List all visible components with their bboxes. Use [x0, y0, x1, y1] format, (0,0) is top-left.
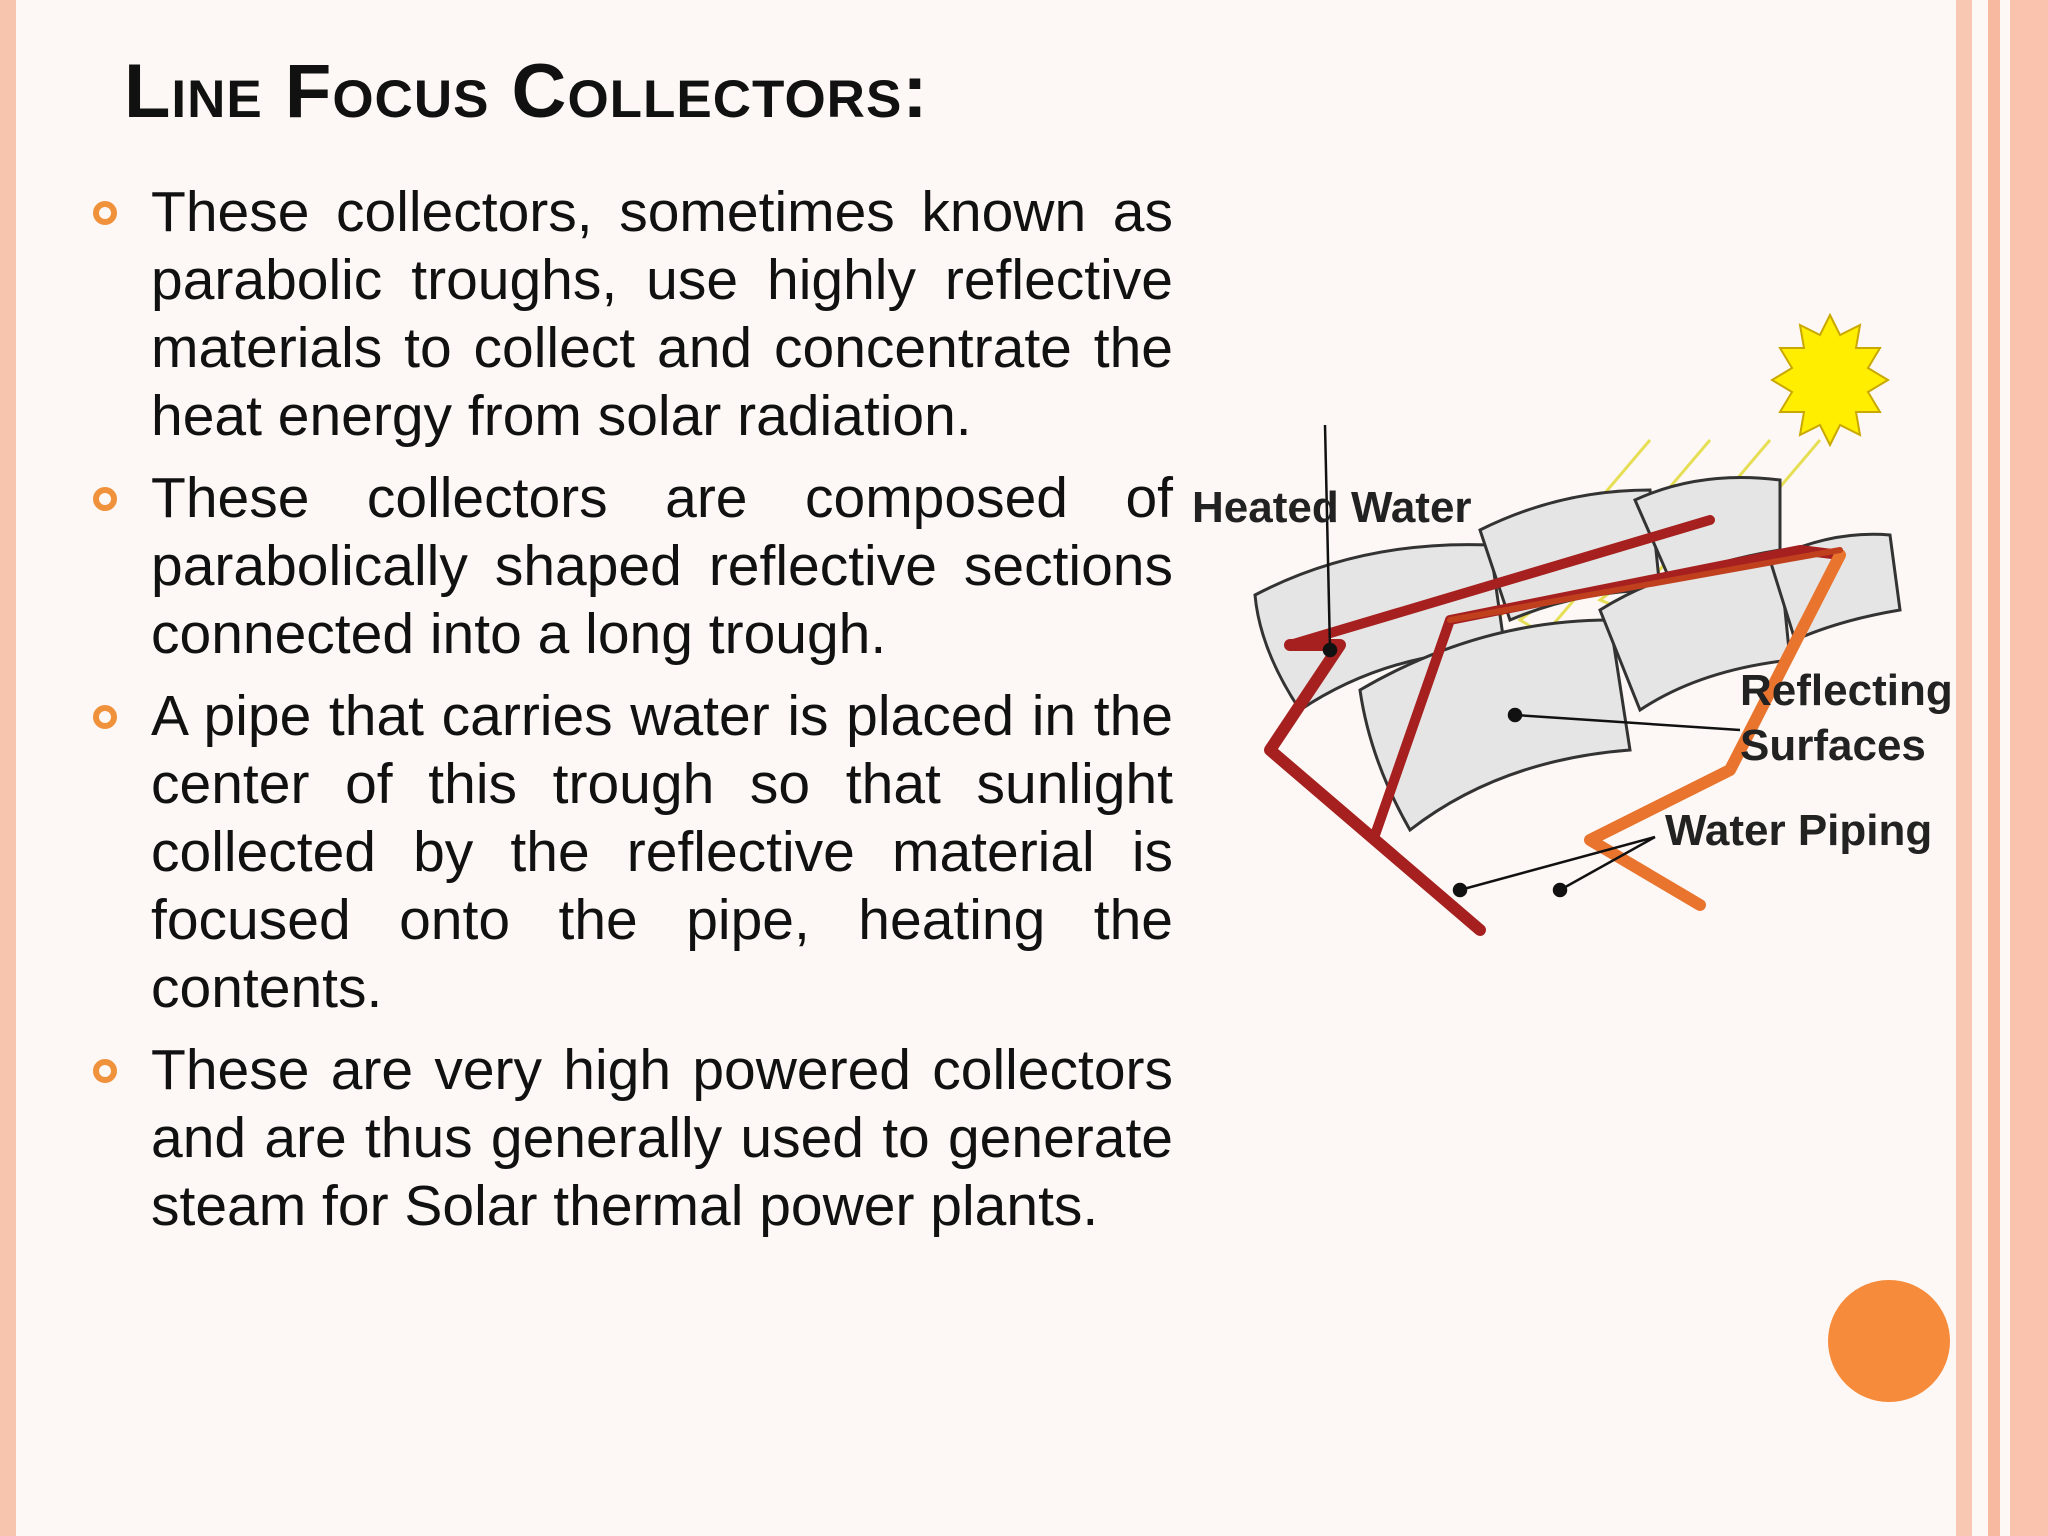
bullet-ring-icon: [93, 705, 117, 729]
slide-title: Line Focus Collectors:: [124, 49, 929, 134]
decorative-accent-circle: [1828, 1280, 1950, 1402]
label-surfaces: Surfaces: [1740, 721, 1926, 770]
left-border-stripe: [0, 0, 16, 1536]
bullet-item: These collectors, sometimes known as par…: [88, 178, 1173, 450]
label-heated-water: Heated Water: [1192, 483, 1472, 532]
sun-icon: [1770, 312, 1890, 448]
right-border-stripe: [1956, 0, 1972, 1536]
bullet-item: These are very high powered collectors a…: [88, 1036, 1173, 1240]
label-reflecting: Reflecting: [1740, 666, 1953, 715]
right-border-stripe: [2010, 0, 2048, 1536]
right-border-gap: [2000, 0, 2010, 1536]
bullet-text: These are very high powered collectors a…: [151, 1038, 1173, 1238]
bullet-list: These collectors, sometimes known as par…: [88, 178, 1173, 1254]
bullet-ring-icon: [93, 487, 117, 511]
label-water-piping: Water Piping: [1665, 806, 1932, 855]
bullet-ring-icon: [93, 1059, 117, 1083]
right-border-stripe: [1988, 0, 2000, 1536]
bullet-item: A pipe that carries water is placed in t…: [88, 682, 1173, 1022]
bullet-item: These collectors are composed of parabol…: [88, 464, 1173, 668]
bullet-ring-icon: [93, 201, 117, 225]
water-piping: [1264, 515, 1846, 936]
bullet-text: These collectors, sometimes known as par…: [151, 180, 1173, 448]
leader-lines: [1322, 424, 1741, 898]
parabolic-trough-diagram: Heated Water Reflecting Surfaces Water P…: [1192, 312, 1953, 936]
bullet-text: A pipe that carries water is placed in t…: [151, 684, 1173, 1020]
right-border-gap: [1972, 0, 1988, 1536]
bullet-text: These collectors are composed of parabol…: [151, 466, 1173, 666]
